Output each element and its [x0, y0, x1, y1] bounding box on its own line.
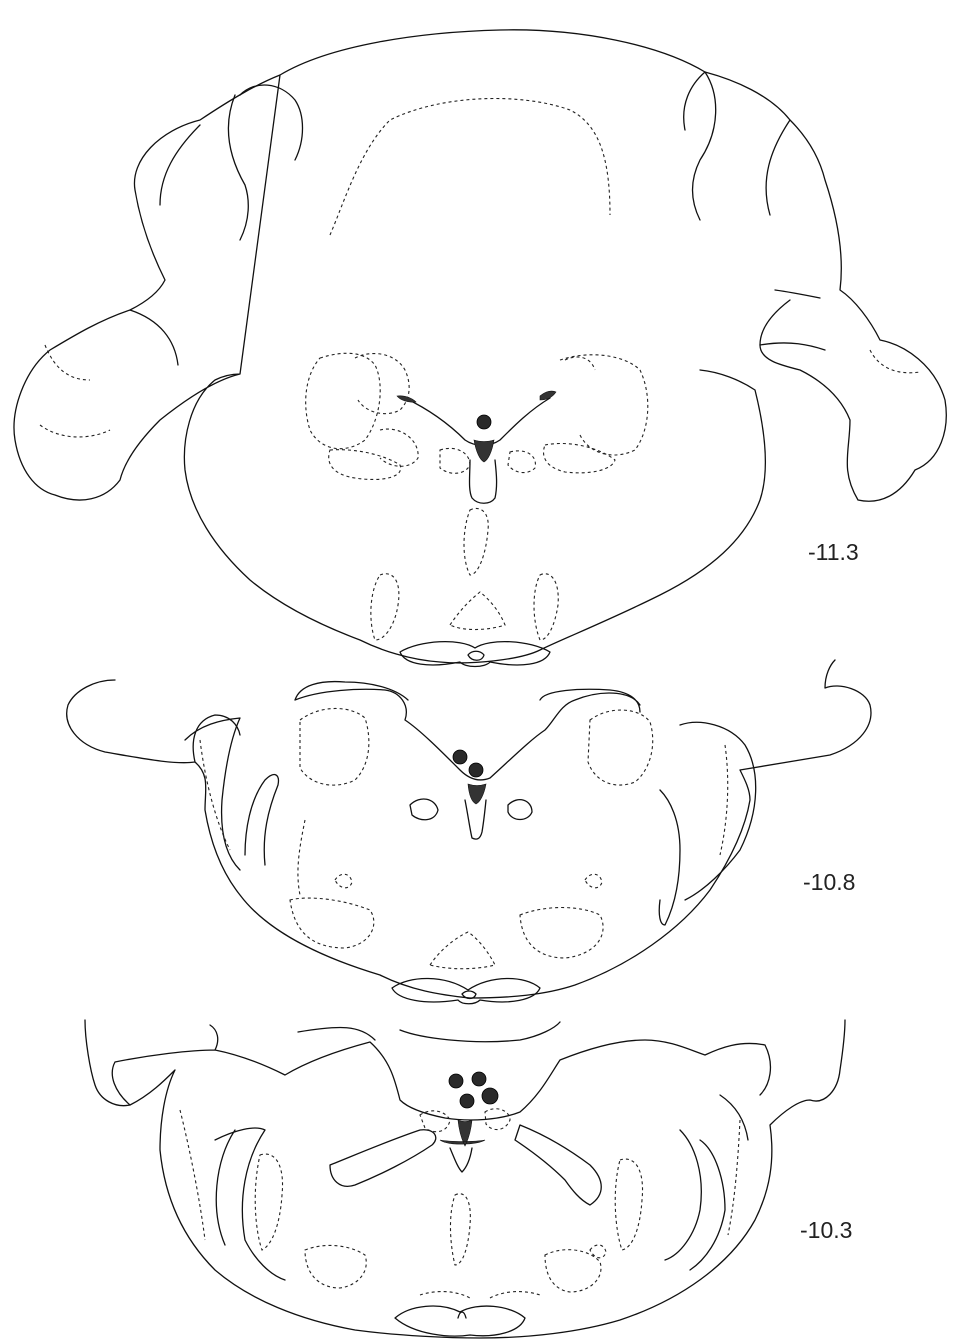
section-bottom-marker-1	[449, 1074, 463, 1088]
section-middle-marker-2	[469, 763, 483, 777]
section-bottom-nuclei	[180, 1109, 740, 1298]
section-bottom-marker-3	[460, 1094, 474, 1108]
section-bottom-lateral	[215, 1095, 748, 1280]
section-bottom-marker-2	[472, 1072, 486, 1086]
section-middle-base	[392, 978, 540, 1003]
section-top-ventricle-fill	[397, 391, 556, 462]
level-label-top: -11.3	[808, 539, 859, 565]
section-top-outline	[14, 30, 946, 663]
section-middle-nuclei	[200, 708, 728, 968]
section-bottom-ventricle-fill	[440, 1120, 485, 1146]
section-middle-lateral	[185, 718, 756, 925]
section-bottom-marker-4	[482, 1088, 498, 1104]
level-label-bottom: -10.3	[800, 1217, 852, 1243]
section-bottom	[85, 1020, 845, 1338]
section-top-folia-dashed	[40, 99, 920, 437]
section-middle-outline	[67, 660, 871, 998]
section-bottom-base	[395, 1306, 525, 1336]
section-bottom-outline	[85, 1020, 845, 1338]
section-top-marker	[477, 415, 491, 429]
section-middle-marker-1	[453, 750, 467, 764]
level-label-middle: -10.8	[803, 869, 855, 895]
section-middle-ventricle	[410, 799, 532, 839]
section-middle-ventricle-fill	[468, 784, 486, 804]
section-top	[14, 30, 946, 667]
section-middle	[67, 660, 871, 1004]
section-top-folia	[130, 72, 825, 365]
section-middle-upper	[295, 682, 640, 780]
section-top-nuclei	[306, 353, 648, 640]
section-bottom-ventricle	[450, 1148, 472, 1172]
